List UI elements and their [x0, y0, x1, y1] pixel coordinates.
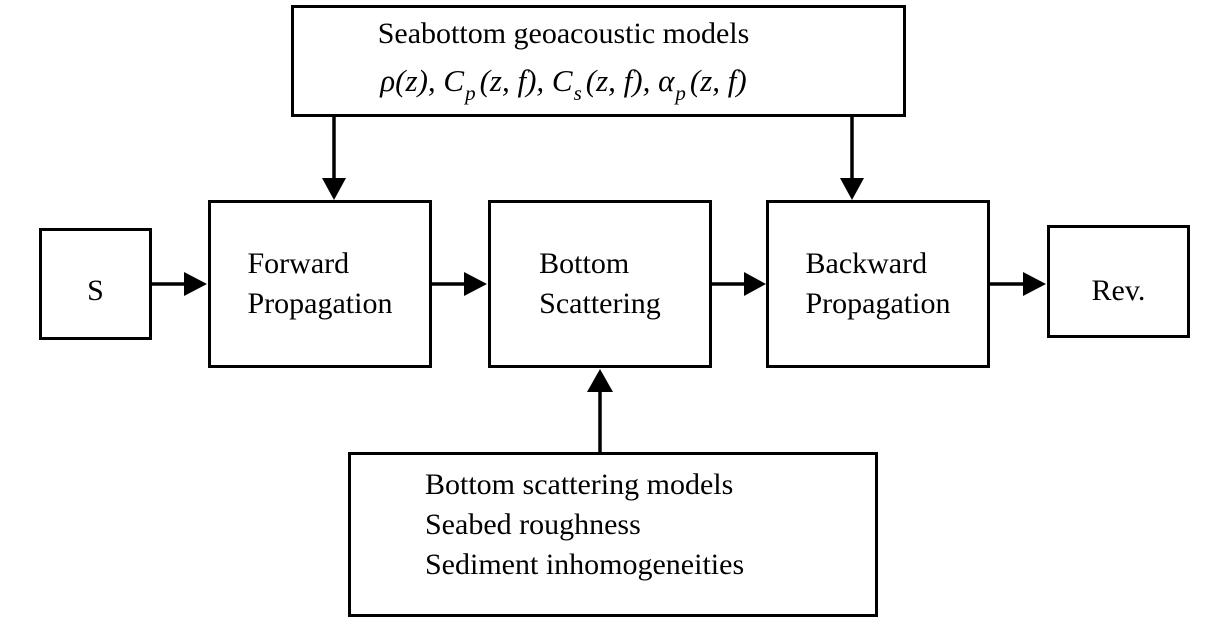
label-line: Bottom scattering models [425, 468, 734, 501]
backward-propagation-label: Backward Propagation [806, 244, 951, 324]
arrow-source-to-forward [152, 272, 207, 296]
arrow-head-right-icon [744, 272, 766, 296]
formula-part: (z, f) [689, 63, 747, 98]
formula-subscript: p [675, 81, 686, 105]
source-label: S [87, 274, 104, 307]
box-backward-propagation: Backward Propagation [766, 200, 990, 368]
arrow-head-up-icon [587, 369, 613, 392]
box-bottom-scattering: Bottom Scattering [488, 200, 712, 368]
formula-part: ρ(z), C [380, 63, 465, 98]
box-geoacoustic-models: Seabottom geoacoustic models ρ(z), Cp(z,… [291, 5, 906, 117]
label-line: Sediment inhomogeneities [425, 548, 745, 581]
formula-subscript: p [465, 81, 476, 105]
arrow-head-right-icon [464, 272, 487, 296]
formula-part: (z, f), C [479, 63, 573, 98]
label-line: Seabed roughness [425, 508, 641, 541]
box-scattering-models: Bottom scattering models Seabed roughnes… [348, 452, 878, 617]
geoacoustic-title: Seabottom geoacoustic models [377, 17, 750, 50]
label-line: Propagation [805, 287, 951, 320]
label-line: Propagation [247, 287, 393, 320]
reverberation-label: Rev. [1091, 273, 1146, 307]
arrow-head-down-icon [840, 178, 864, 200]
arrow-forward-to-scattering [432, 272, 487, 296]
box-source: S [39, 228, 152, 340]
geoacoustic-formula: ρ(z), Cp(z, f), Cs(z, f), αp(z, f) [380, 56, 746, 106]
arrow-head-right-icon [1023, 272, 1046, 296]
formula-part: (z, f), α [585, 63, 675, 98]
arrow-geoacoustic-to-forward [322, 117, 346, 200]
label-line: Backward [805, 247, 928, 280]
arrow-backward-to-rev [990, 272, 1046, 296]
forward-propagation-label: Forward Propagation [248, 244, 393, 324]
bottom-scattering-label: Bottom Scattering [539, 244, 661, 324]
formula-subscript: s [573, 81, 582, 105]
arrow-head-right-icon [184, 272, 207, 296]
box-forward-propagation: Forward Propagation [208, 200, 432, 368]
arrow-models-to-scattering [587, 369, 613, 452]
label-line: Bottom [539, 247, 630, 280]
box-reverberation: Rev. [1047, 225, 1190, 338]
arrow-head-down-icon [322, 178, 346, 200]
scattering-models-label: Bottom scattering models Seabed roughnes… [425, 465, 744, 585]
label-line: Forward [247, 247, 350, 280]
arrow-geoacoustic-to-backward [840, 117, 864, 200]
arrow-scattering-to-backward [712, 272, 766, 296]
label-line: Scattering [539, 287, 661, 320]
